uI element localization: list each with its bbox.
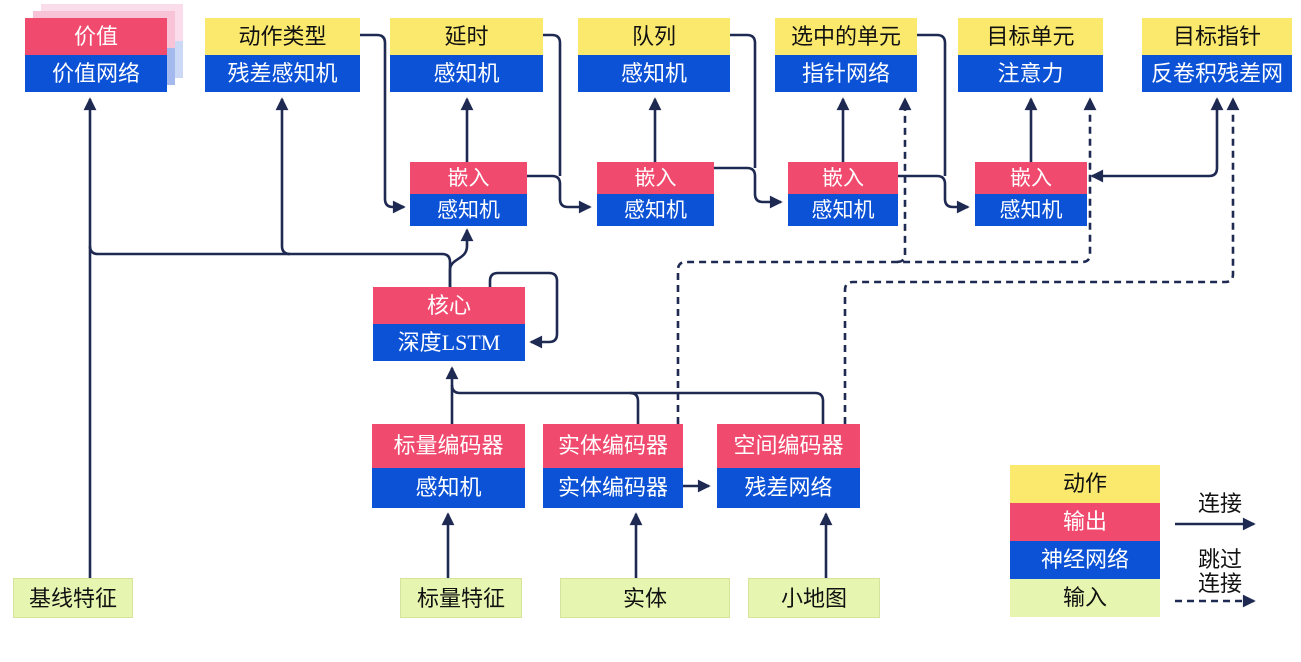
node-queue-action: 队列 [578,18,730,55]
node-entities-label: 实体 [560,578,730,618]
legend-swatches: 动作 输出 神经网络 输入 [1010,465,1160,617]
node-embed-2-network: 感知机 [597,194,714,226]
edge-selected-units-feeder [917,33,947,176]
edge-encoder-bus [450,384,825,424]
node-entity-encoder: 实体编码器 实体编码器 [543,424,683,508]
node-entity-encoder-output: 实体编码器 [543,424,683,468]
node-baseline-features-label: 基线特征 [13,578,133,618]
node-embed-1-output: 嵌入 [410,162,527,194]
edge-queue-feeder [730,33,757,168]
node-action-type-network: 残差感知机 [205,55,360,92]
node-queue: 队列 感知机 [578,18,730,92]
node-core-network: 深度LSTM [373,324,525,361]
edge-core-to-embed1 [448,228,474,287]
node-target-point: 目标指针 反卷积残差网 [1142,18,1292,92]
edge-entity-encoder-riser [629,391,640,424]
node-scalar-encoder: 标量编码器 感知机 [372,424,525,508]
node-value: 价值 价值网络 [25,18,167,92]
node-selected-units: 选中的单元 指针网络 [775,18,917,92]
node-selected-units-network: 指针网络 [775,55,917,92]
node-target-unit-network: 注意力 [958,55,1103,92]
node-delay-network: 感知机 [390,55,543,92]
node-selected-units-action: 选中的单元 [775,18,917,55]
node-embed-2-output: 嵌入 [597,162,714,194]
node-delay: 延时 感知机 [390,18,543,92]
node-minimap-label: 小地图 [748,578,880,618]
node-scalar-encoder-output: 标量编码器 [372,424,525,468]
skip-entity-encoder-bus [676,97,1097,424]
node-target-unit: 目标单元 注意力 [958,18,1103,92]
legend-input: 输入 [1010,579,1160,617]
node-embed-4: 嵌入 感知机 [975,162,1087,226]
node-entity-encoder-network: 实体编码器 [543,468,683,508]
node-delay-action: 延时 [390,18,543,55]
node-spatial-encoder: 空间编码器 残差网络 [717,424,860,508]
node-spatial-encoder-output: 空间编码器 [717,424,860,468]
edge-delay-feeder [543,33,562,176]
node-action-type-action: 动作类型 [205,18,360,55]
node-scalar-features: 标量特征 [400,578,522,618]
node-target-unit-action: 目标单元 [958,18,1103,55]
node-spatial-encoder-network: 残差网络 [717,468,860,508]
node-embed-4-output: 嵌入 [975,162,1087,194]
node-embed-3: 嵌入 感知机 [788,162,898,226]
edge-embed2-to-embed3 [714,166,783,209]
edge-embed3-to-embed4 [898,174,970,214]
legend-network: 神经网络 [1010,541,1160,579]
legend-dashed-arrow-label-2: 连接 [1197,571,1242,596]
node-core-output: 核心 [373,287,525,324]
node-embed-1-network: 感知机 [410,194,527,226]
edge-core-to-action-type [275,97,291,256]
legend-dashed-arrow-label-1: 跳过 [1197,547,1242,572]
node-scalar-encoder-network: 感知机 [372,468,525,508]
node-baseline-features: 基线特征 [13,578,133,618]
node-minimap: 小地图 [748,578,880,618]
legend-solid-arrow-label: 连接 [1197,491,1242,516]
node-value-network: 价值网络 [25,55,167,92]
edge-embed1-to-embed2 [527,174,592,214]
legend-output: 输出 [1010,503,1160,541]
node-embed-2: 嵌入 感知机 [597,162,714,226]
node-value-output: 价值 [25,18,167,55]
node-embed-3-network: 感知机 [788,194,898,226]
node-embed-1: 嵌入 感知机 [410,162,527,226]
skip-entity-to-selected-units [896,97,912,264]
edge-core-bus-left [88,245,452,287]
node-core: 核心 深度LSTM [373,287,525,361]
node-entities: 实体 [560,578,730,618]
skip-spatial-to-target-point [843,97,1240,424]
node-target-point-action: 目标指针 [1142,18,1292,55]
node-action-type: 动作类型 残差感知机 [205,18,360,92]
node-embed-4-network: 感知机 [975,194,1087,226]
node-embed-3-output: 嵌入 [788,162,898,194]
node-scalar-features-label: 标量特征 [400,578,522,618]
edge-action-type-to-embed1 [360,33,406,214]
edge-embed4-target-point-elbow [1090,97,1224,183]
node-target-point-network: 反卷积残差网 [1142,55,1292,92]
legend-action: 动作 [1010,465,1160,503]
edge-core-self-loop [488,271,559,349]
node-queue-network: 感知机 [578,55,730,92]
